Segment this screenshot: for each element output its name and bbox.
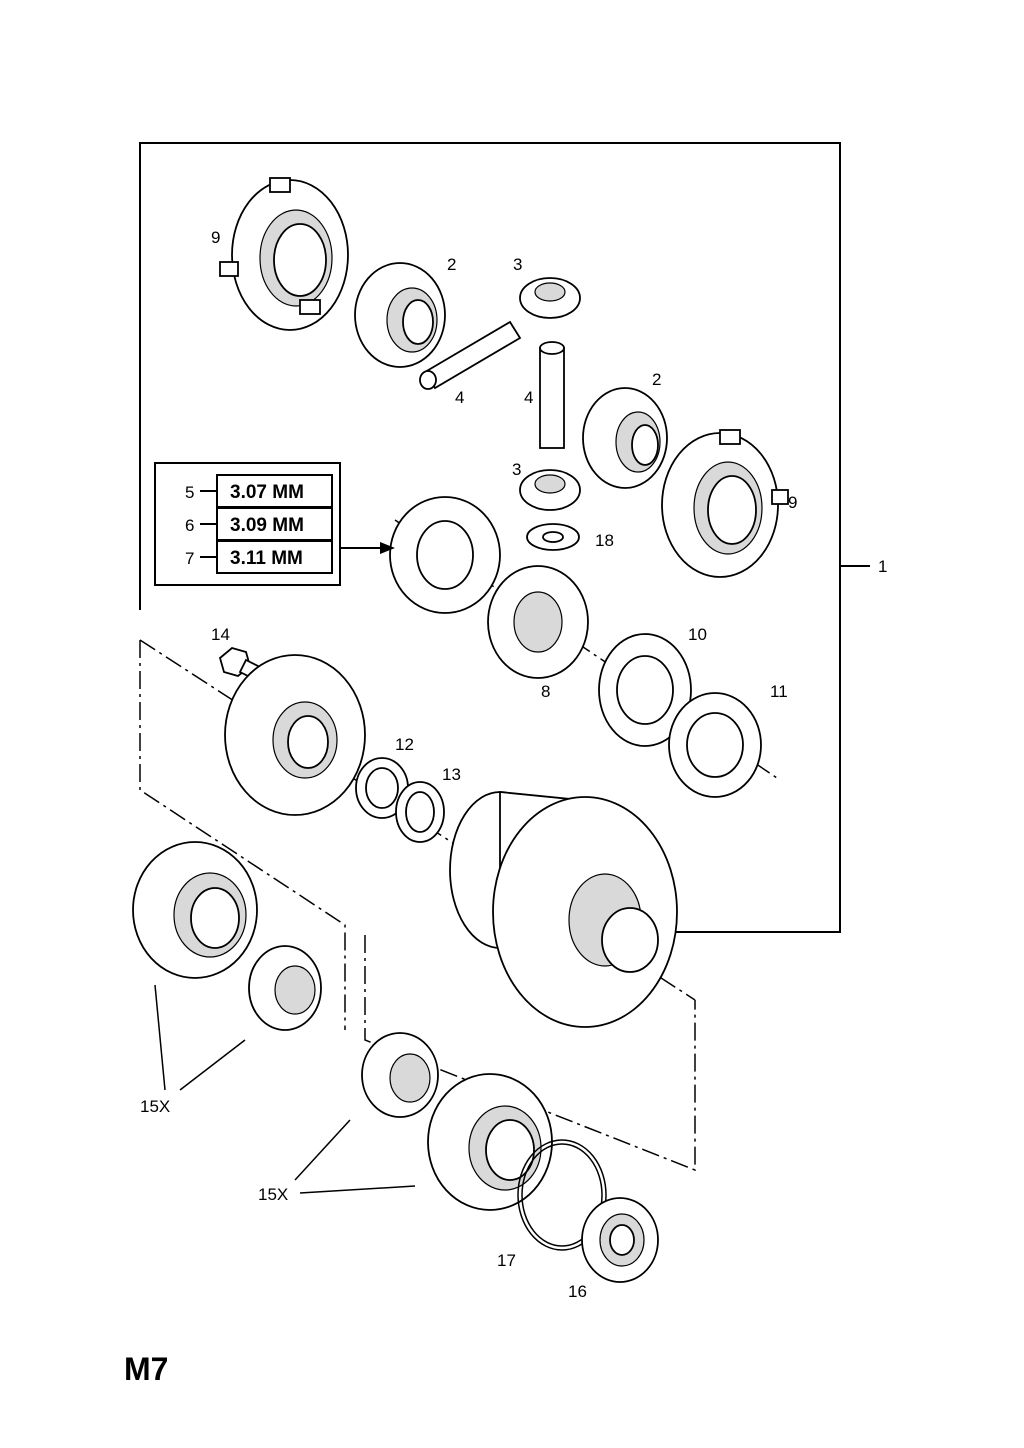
- callout-12: 12: [395, 735, 414, 754]
- callout-4-left: 4: [455, 388, 464, 407]
- callout-18: 18: [595, 531, 614, 550]
- shim-size-5: 3.07 MM: [230, 482, 304, 503]
- part-12-washer: [355, 757, 409, 819]
- part-11-ring: [668, 692, 762, 798]
- part-18-washer: [526, 523, 580, 551]
- callout-labels: 1 2 2 3 3 4 4 8 9 9 10 11 12 13 14 15X 1…: [140, 228, 887, 1301]
- page-code: M7: [124, 1351, 168, 1387]
- shim-size-table: 5 6 7 3.07 MM 3.09 MM 3.11 MM: [154, 462, 395, 586]
- callout-3-lower: 3: [512, 460, 521, 479]
- flange-cover: [224, 654, 366, 816]
- callout-14: 14: [211, 625, 230, 644]
- part-4-shaft-left: [419, 320, 522, 390]
- callout-15x-right: 15X: [258, 1185, 288, 1204]
- part-16-bearing: [581, 1197, 659, 1283]
- callout-1: 1: [878, 557, 887, 576]
- differential-case: [449, 791, 678, 1028]
- part-8-clutch-disc: [487, 565, 589, 679]
- callout-10: 10: [688, 625, 707, 644]
- callout-2-upper: 2: [447, 255, 456, 274]
- shim-item-7-label: 7: [185, 549, 194, 568]
- callout-8: 8: [541, 682, 550, 701]
- part-17-o-ring: [517, 1139, 607, 1251]
- shim-size-6: 3.09 MM: [230, 515, 304, 536]
- callout-16: 16: [568, 1282, 587, 1301]
- callout-3-upper: 3: [513, 255, 522, 274]
- part-13-washer: [395, 781, 445, 843]
- part-9-adjuster-right: [661, 429, 789, 578]
- part-3-pinion-lower: [519, 469, 581, 511]
- part-15x-bearing-cup-right: [427, 1073, 553, 1211]
- callout-13: 13: [442, 765, 461, 784]
- part-2-side-gear-lower: [582, 387, 668, 489]
- part-15x-bearing-cone-right: [361, 1032, 439, 1118]
- part-2-side-gear-upper: [354, 262, 446, 368]
- shim-item-5-label: 5: [185, 483, 194, 502]
- callout-15x-left: 15X: [140, 1097, 170, 1116]
- leader-lines: [154, 984, 416, 1194]
- callout-9-right: 9: [788, 493, 797, 512]
- part-15x-bearing-cone-left: [248, 945, 322, 1031]
- shim-plate: [389, 496, 501, 614]
- callout-11: 11: [770, 682, 788, 701]
- callout-2-lower: 2: [652, 370, 661, 389]
- part-3-pinion-upper: [519, 277, 581, 319]
- part-15x-bearing-cup-left: [132, 841, 258, 979]
- callout-17: 17: [497, 1251, 516, 1270]
- arrow-head-icon: [380, 542, 395, 554]
- assembly-bracket: [139, 142, 870, 933]
- callout-9-left: 9: [211, 228, 220, 247]
- part-4-shaft-right: [539, 341, 565, 449]
- callout-4-right: 4: [524, 388, 533, 407]
- shim-item-6-label: 6: [185, 516, 194, 535]
- part-9-adjuster-left: [219, 177, 349, 331]
- part-10-ring: [598, 633, 692, 747]
- shim-size-7: 3.11 MM: [230, 548, 303, 569]
